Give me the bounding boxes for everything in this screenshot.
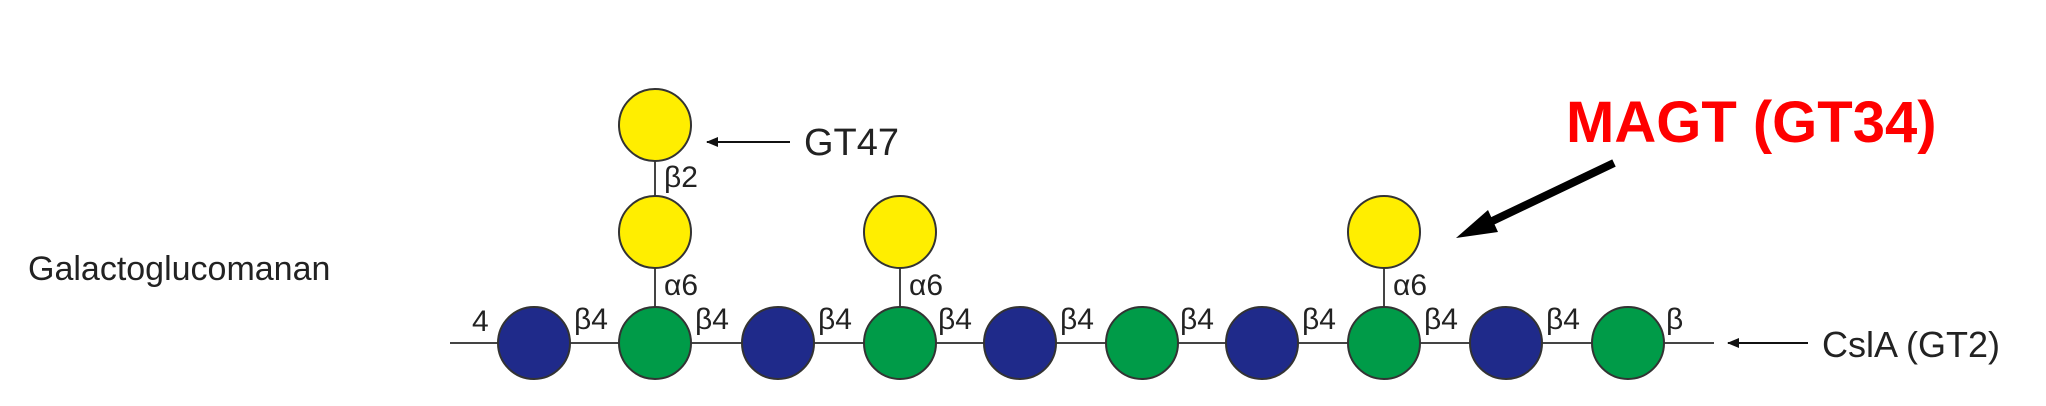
mannose-residue xyxy=(497,306,571,380)
branch-linkage-label: α6 xyxy=(909,269,943,302)
galactose-residue xyxy=(1347,195,1421,269)
mannose-residue xyxy=(1225,306,1299,380)
mannose-residue xyxy=(741,306,815,380)
magt-arrow-head xyxy=(1456,210,1498,238)
linkage-label: β4 xyxy=(574,303,608,336)
branch-linkage-label: β2 xyxy=(664,161,698,194)
linkage-label: β4 xyxy=(1424,303,1458,336)
linkage-label: β4 xyxy=(1060,303,1094,336)
backbone-end-label: β xyxy=(1666,303,1683,336)
galactose-residue xyxy=(618,88,692,162)
linkage-label: β4 xyxy=(695,303,729,336)
magt-label: MAGT (GT34) xyxy=(1566,90,1937,155)
mannose-residue xyxy=(1469,306,1543,380)
galactose-residue xyxy=(863,195,937,269)
glucose-residue xyxy=(1347,306,1421,380)
branch-linkage-label: α6 xyxy=(1393,269,1427,302)
linkage-label: β4 xyxy=(1302,303,1336,336)
glucose-residue xyxy=(863,306,937,380)
magt-arrow-shaft xyxy=(1482,159,1616,229)
branch-linkage-label: α6 xyxy=(664,269,698,302)
gt47-label: GT47 xyxy=(804,122,899,164)
polysaccharide-name: Galactoglucomanan xyxy=(28,250,330,288)
mannose-residue xyxy=(983,306,1057,380)
linkage-label: β4 xyxy=(818,303,852,336)
backbone-start-label: 4 xyxy=(472,305,489,338)
glucose-residue xyxy=(1105,306,1179,380)
linkage-label: β4 xyxy=(938,303,972,336)
linkage-label: β4 xyxy=(1180,303,1214,336)
glucose-residue xyxy=(1591,306,1665,380)
csla-label: CslA (GT2) xyxy=(1822,324,2000,365)
glucose-residue xyxy=(618,306,692,380)
linkage-label: β4 xyxy=(1546,303,1580,336)
galactose-residue xyxy=(618,195,692,269)
